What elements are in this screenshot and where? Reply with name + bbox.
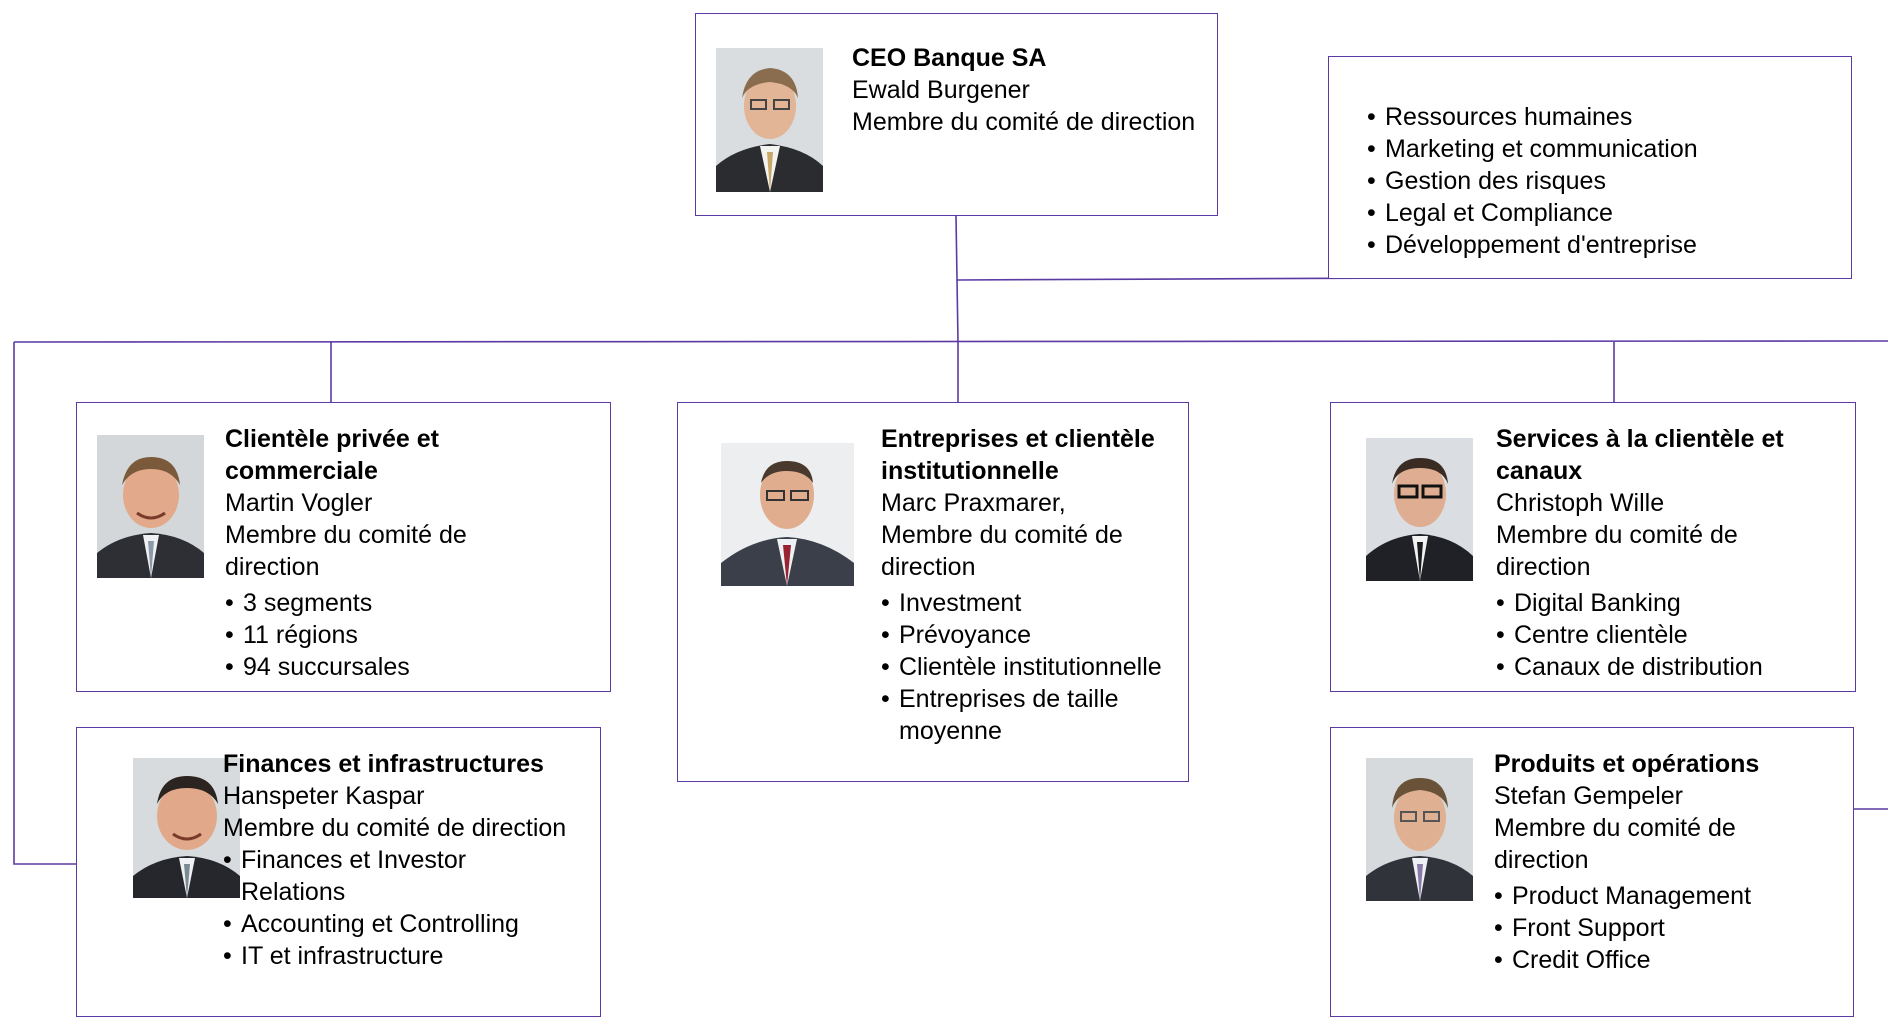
- unit-card-finance: Finances et infrastructures Hanspeter Ka…: [76, 727, 601, 1017]
- main-bus-line: [13, 340, 1888, 343]
- unit-head-role: Membre du comité de: [1494, 814, 1736, 842]
- unit-card-corporate-clients: Entreprises et clientèle institutionnell…: [677, 402, 1189, 782]
- list-item: Investment: [881, 587, 1181, 619]
- unit-title: Clientèle privée et: [225, 425, 439, 453]
- unit-title: Finances et infrastructures: [223, 750, 544, 778]
- unit-text: Finances et infrastructures Hanspeter Ka…: [223, 748, 566, 972]
- list-item: Marketing et communication: [1367, 133, 1698, 165]
- staff-functions-list: Ressources humaines Marketing et communi…: [1367, 101, 1698, 261]
- ceo-name: Ewald Burgener: [852, 76, 1030, 104]
- ceo-photo: [716, 48, 823, 192]
- list-item: Développement d'entreprise: [1367, 229, 1698, 261]
- unit-head-name: Stefan Gempeler: [1494, 782, 1683, 810]
- unit-card-products: Produits et opérations Stefan Gempeler M…: [1330, 727, 1854, 1017]
- list-item: Entreprises de taille moyenne: [881, 683, 1181, 747]
- unit-list: Digital Banking Centre clientèle Canaux …: [1496, 587, 1784, 683]
- unit-head-role: Membre du comité de: [881, 521, 1123, 549]
- left-rail-line: [13, 342, 76, 865]
- unit-head-role: direction: [1494, 846, 1589, 874]
- list-item: 3 segments: [225, 587, 467, 619]
- list-item: Digital Banking: [1496, 587, 1784, 619]
- staff-functions-card: Ressources humaines Marketing et communi…: [1328, 56, 1852, 279]
- list-item: IT et infrastructure: [223, 940, 553, 972]
- list-item: Accounting et Controlling: [223, 908, 553, 940]
- unit-list: Finances et Investor Relations Accountin…: [223, 844, 553, 972]
- unit-list: Product Management Front Support Credit …: [1494, 880, 1759, 976]
- list-item: Ressources humaines: [1367, 101, 1698, 133]
- list-item: Legal et Compliance: [1367, 197, 1698, 229]
- unit-text: Entreprises et clientèle institutionnell…: [881, 423, 1181, 747]
- unit-card-client-services: Services à la clientèle et canaux Christ…: [1330, 402, 1856, 692]
- unit-head-name: Marc Praxmarer,: [881, 489, 1066, 517]
- list-item: 94 succursales: [225, 651, 467, 683]
- unit-title: Services à la clientèle et: [1496, 425, 1784, 453]
- unit-head-name: Christoph Wille: [1496, 489, 1665, 517]
- list-item: Centre clientèle: [1496, 619, 1784, 651]
- list-item: Finances et Investor Relations: [223, 844, 553, 908]
- unit-title: Produits et opérations: [1494, 750, 1760, 778]
- list-item: Credit Office: [1494, 944, 1759, 976]
- martin-vogler-photo: [97, 435, 204, 578]
- list-item: Product Management: [1494, 880, 1759, 912]
- unit-head-role: Membre du comité de: [225, 521, 467, 549]
- unit-head-role: direction: [225, 553, 320, 581]
- unit-head-role: Membre du comité de: [1496, 521, 1738, 549]
- marc-praxmarer-photo: [721, 443, 854, 586]
- unit-text: Produits et opérations Stefan Gempeler M…: [1494, 748, 1759, 976]
- list-item: Prévoyance: [881, 619, 1181, 651]
- unit-head-name: Hanspeter Kaspar: [223, 782, 425, 810]
- list-item: Front Support: [1494, 912, 1759, 944]
- unit-text: Services à la clientèle et canaux Christ…: [1496, 423, 1784, 683]
- unit-head-role: Membre du comité de direction: [223, 814, 567, 842]
- unit-title: institutionnelle: [881, 457, 1059, 485]
- unit-card-private-clients: Clientèle privée et commerciale Martin V…: [76, 402, 611, 692]
- unit-head-role: direction: [1496, 553, 1591, 581]
- unit-text: Clientèle privée et commerciale Martin V…: [225, 423, 467, 683]
- ceo-title: CEO Banque SA: [852, 44, 1047, 72]
- list-item: 11 régions: [225, 619, 467, 651]
- unit-title: Entreprises et clientèle: [881, 425, 1155, 453]
- unit-list: 3 segments 11 régions 94 succursales: [225, 587, 467, 683]
- ceo-trunk-line: [955, 215, 959, 343]
- list-item: Clientèle institutionnelle: [881, 651, 1181, 683]
- list-item: Canaux de distribution: [1496, 651, 1784, 683]
- list-item: Gestion des risques: [1367, 165, 1698, 197]
- unit-list: Investment Prévoyance Clientèle institut…: [881, 587, 1181, 747]
- christoph-wille-photo: [1366, 438, 1473, 581]
- unit-head-name: Martin Vogler: [225, 489, 373, 517]
- unit-title: commerciale: [225, 457, 378, 485]
- stefan-gempeler-photo: [1366, 758, 1473, 901]
- ceo-card: CEO Banque SA Ewald Burgener Membre du c…: [695, 13, 1218, 216]
- ceo-role: Membre du comité de direction: [852, 108, 1196, 136]
- ceo-text: CEO Banque SA Ewald Burgener Membre du c…: [852, 42, 1195, 138]
- unit-title: canaux: [1496, 457, 1583, 485]
- unit-head-role: direction: [881, 553, 976, 581]
